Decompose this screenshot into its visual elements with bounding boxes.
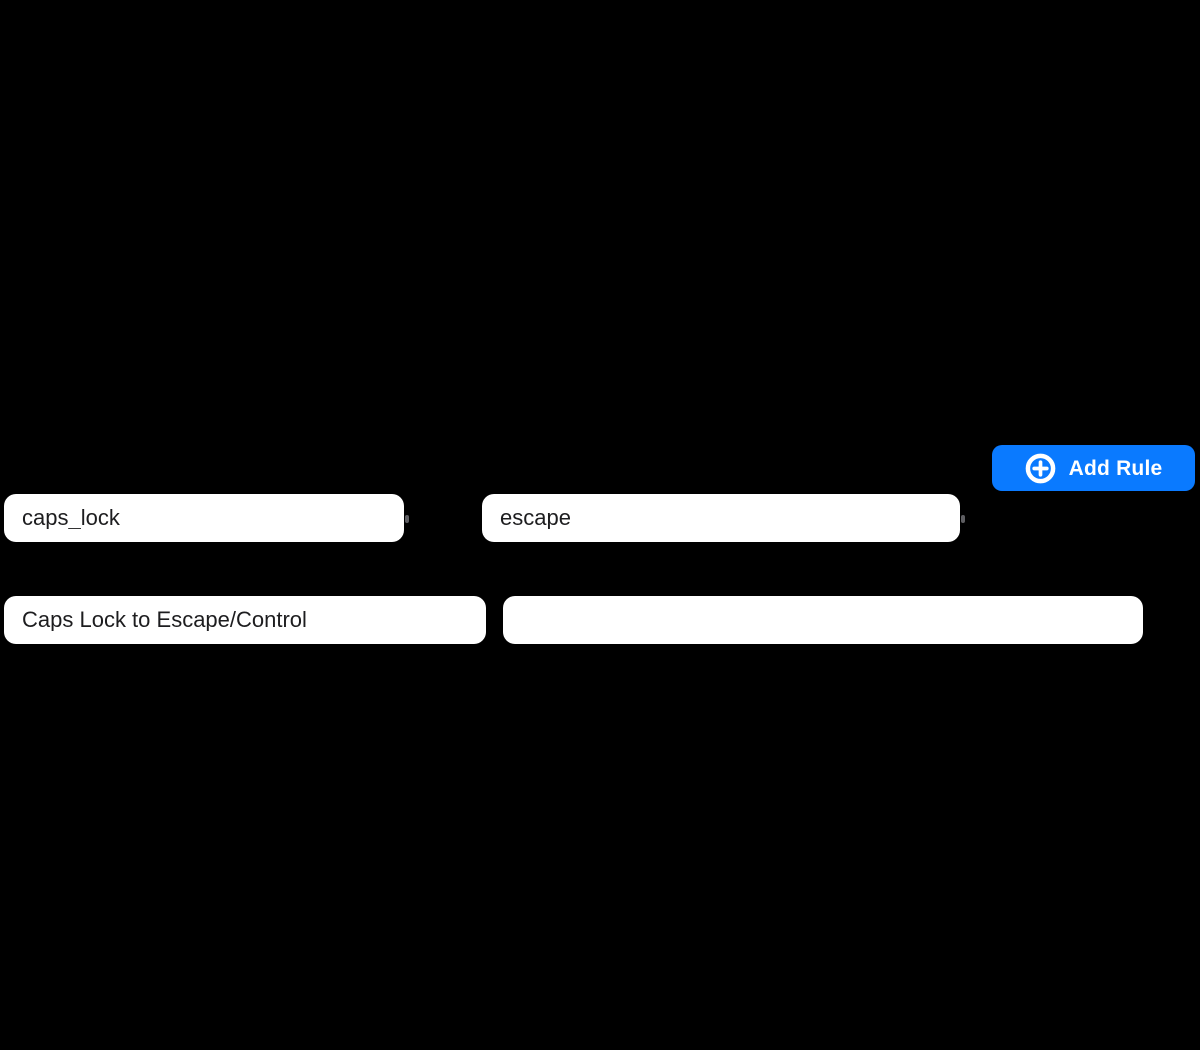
to-key-select[interactable]: escape — [482, 494, 960, 542]
add-rule-label: Add Rule — [1068, 456, 1163, 480]
add-rule-button[interactable]: Add Rule — [992, 445, 1195, 491]
from-key-value: caps_lock — [22, 507, 120, 529]
chevron-down-icon — [961, 515, 965, 523]
from-key-select[interactable]: caps_lock — [4, 494, 404, 542]
chevron-down-icon — [405, 515, 409, 523]
rule-name-input[interactable]: Caps Lock to Escape/Control — [4, 596, 486, 644]
rule-name-value: Caps Lock to Escape/Control — [22, 609, 307, 631]
plus-circle-icon — [1025, 453, 1056, 484]
rule-extra-input[interactable] — [503, 596, 1143, 644]
to-key-value: escape — [500, 507, 571, 529]
